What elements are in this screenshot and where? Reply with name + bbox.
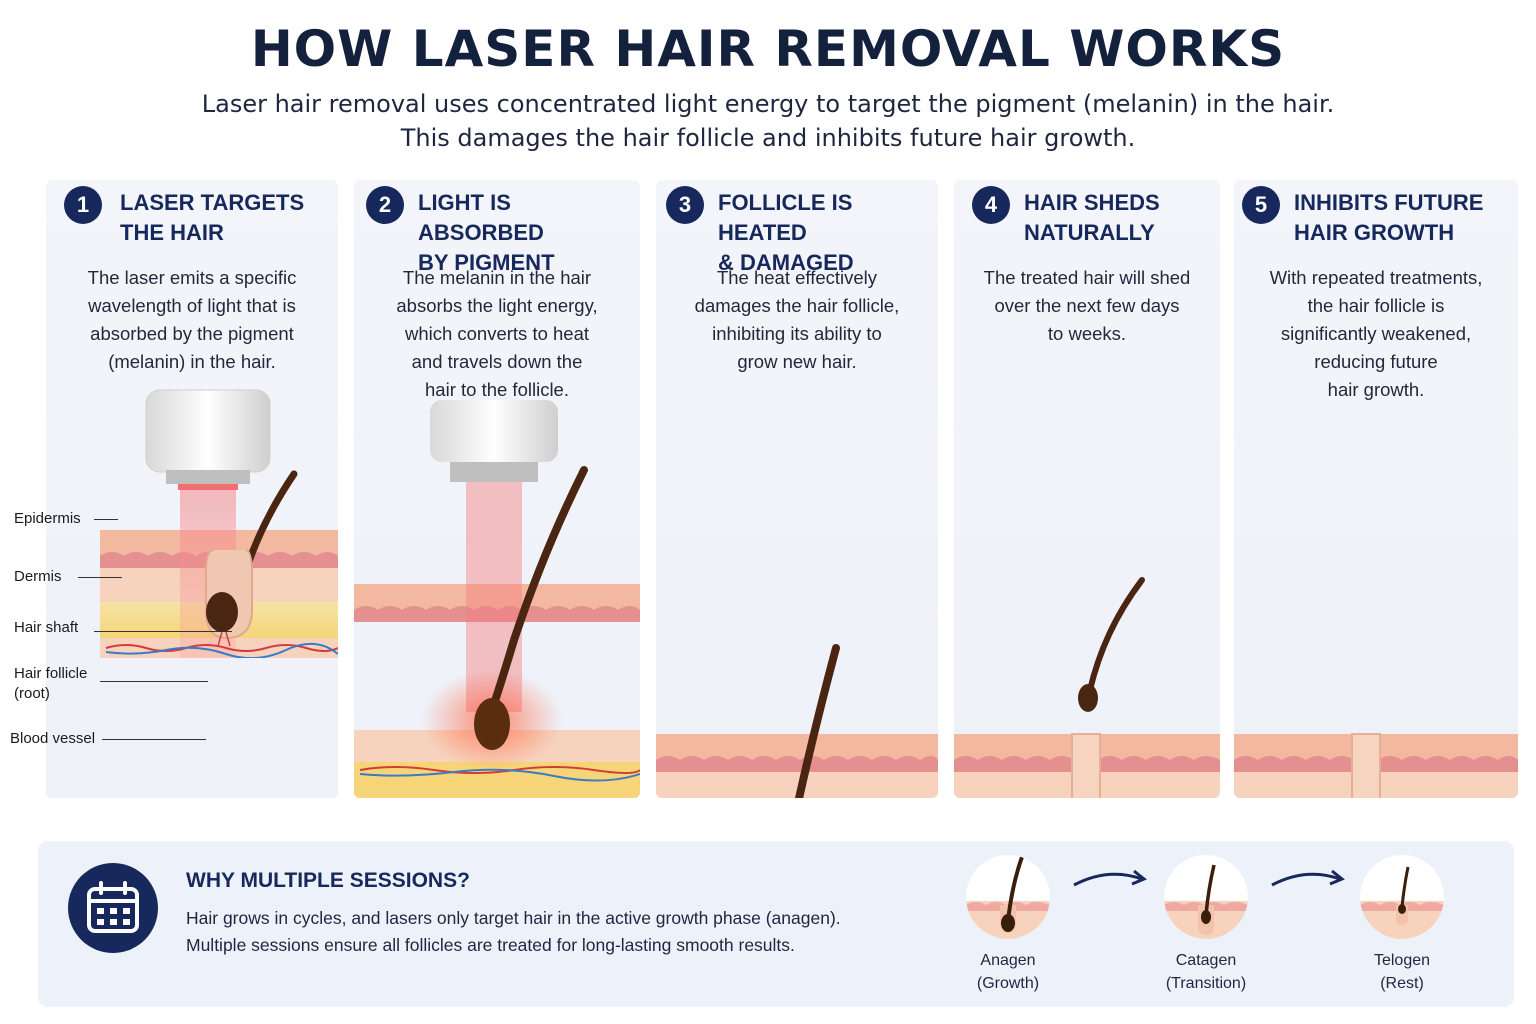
step-description: The treated hair will shed over the next…	[983, 267, 1191, 344]
step-card-1: 1 LASER TARGETS THE HAIR The laser emits…	[46, 180, 338, 798]
step-title: FOLLICLE IS HEATED & DAMAGED	[718, 190, 854, 275]
skin-cross-section-illustration	[1234, 733, 1518, 798]
leader-line	[100, 681, 208, 682]
label-epidermis: Epidermis	[14, 510, 81, 527]
phase-label: Telogen (Rest)	[1373, 952, 1431, 992]
label-hair-shaft: Hair shaft	[14, 619, 79, 636]
leader-line	[102, 739, 206, 740]
skin-cross-section-illustration	[354, 400, 640, 798]
page-subtitle-line-2: This damages the hair follicle and inhib…	[400, 124, 1136, 152]
step-number-badge: 5	[1242, 186, 1280, 224]
phase-illustration	[1164, 855, 1248, 939]
step-card-5: 5 INHIBITS FUTURE HAIR GROWTH With repea…	[1234, 180, 1518, 798]
skin-cross-section-illustration	[656, 644, 938, 798]
page-subtitle-line-1: Laser hair removal uses concentrated lig…	[201, 90, 1335, 118]
calendar-icon	[68, 863, 158, 953]
step-title: HAIR SHEDS NATURALLY	[1024, 190, 1160, 245]
step-number-badge: 1	[64, 186, 102, 224]
step-number-badge: 3	[666, 186, 704, 224]
phase-illustration	[1360, 855, 1444, 939]
leader-line	[78, 577, 122, 578]
step-description: With repeated treatments, the hair folli…	[1269, 267, 1483, 400]
leader-line	[94, 519, 118, 520]
label-hair-follicle: Hair follicle (root)	[14, 665, 88, 702]
step-card-2: 2 LIGHT IS ABSORBED BY PIGMENT The melan…	[354, 180, 640, 798]
step-title: LASER TARGETS THE HAIR	[120, 190, 305, 245]
label-dermis: Dermis	[14, 568, 62, 585]
step-description: The laser emits a specific wavelength of…	[87, 267, 297, 372]
phase-label: Catagen (Transition)	[1165, 952, 1247, 992]
page-title: HOW LASER HAIR REMOVAL WORKS	[250, 20, 1286, 78]
step-number-badge: 4	[972, 186, 1010, 224]
sessions-panel: WHY MULTIPLE SESSIONS? Hair grows in cyc…	[38, 841, 1514, 1007]
skin-cross-section-illustration	[100, 389, 338, 658]
phase-illustration	[966, 855, 1050, 939]
step-description: The heat effectively damages the hair fo…	[694, 267, 900, 372]
step-title: INHIBITS FUTURE HAIR GROWTH	[1294, 190, 1484, 245]
sessions-text: Hair grows in cycles, and lasers only ta…	[186, 908, 841, 955]
step-number-badge: 2	[366, 186, 404, 224]
step-card-3: 3 FOLLICLE IS HEATED & DAMAGED The heat …	[656, 180, 938, 798]
arrow-right-icon	[1271, 869, 1345, 887]
step-card-4: 4 HAIR SHEDS NATURALLY The treated hair …	[954, 180, 1220, 798]
skin-cross-section-illustration	[954, 577, 1220, 798]
phase-label: Anagen (Growth)	[976, 952, 1040, 992]
label-blood-vessel: Blood vessel	[10, 730, 96, 747]
step-description: The melanin in the hair absorbs the ligh…	[396, 267, 598, 400]
arrow-right-icon	[1073, 869, 1147, 887]
step-title: LIGHT IS ABSORBED BY PIGMENT	[418, 190, 555, 275]
sessions-title: WHY MULTIPLE SESSIONS?	[186, 869, 470, 892]
leader-line	[94, 631, 232, 632]
